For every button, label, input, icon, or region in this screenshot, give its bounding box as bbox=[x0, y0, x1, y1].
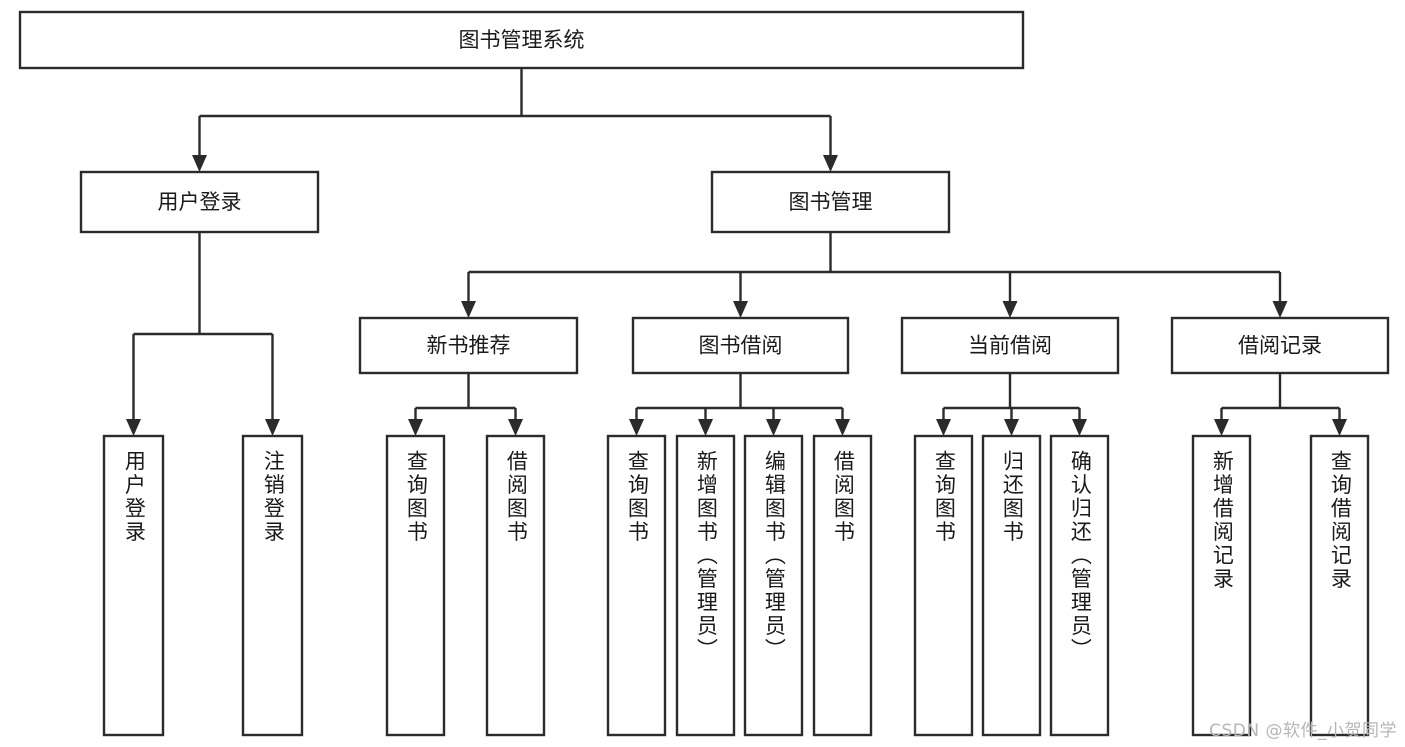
node-label-root: 图书管理系统 bbox=[459, 28, 585, 52]
edge-book-management-to-borrow-records-arrowhead bbox=[1272, 301, 1288, 318]
node-label-book-management: 图书管理 bbox=[789, 190, 873, 214]
edge-current-borrow-to-current-return-book-arrowhead bbox=[1004, 419, 1019, 436]
node-box-book-borrow[interactable] bbox=[631, 316, 850, 375]
node-box-borrow-query-book[interactable] bbox=[606, 434, 667, 737]
node-box-new-book-recommend[interactable] bbox=[358, 316, 579, 375]
edge-current-borrow-to-current-query-book-arrowhead bbox=[936, 419, 951, 436]
node-label-user-login: 用户登录 bbox=[158, 190, 242, 214]
node-box-current-return-book[interactable] bbox=[981, 434, 1042, 737]
node-box-user-login-do[interactable] bbox=[102, 434, 165, 737]
edge-root-to-user-login-arrowhead bbox=[192, 155, 207, 172]
node-box-borrow-edit-book[interactable] bbox=[743, 434, 804, 737]
edge-root-to-book-management-arrowhead bbox=[823, 155, 838, 172]
node-box-current-confirm-return[interactable] bbox=[1049, 434, 1110, 737]
node-label-book-borrow: 图书借阅 bbox=[699, 334, 783, 358]
edge-borrow-records-to-records-add-arrowhead bbox=[1214, 419, 1229, 436]
watermark: CSDN @软件_小贺同学 bbox=[1209, 721, 1397, 741]
edge-current-borrow-to-current-confirm-return-arrowhead bbox=[1072, 419, 1087, 436]
edge-borrow-records-to-records-query-arrowhead bbox=[1332, 419, 1347, 436]
edge-book-borrow-to-borrow-add-book-arrowhead bbox=[698, 419, 713, 436]
node-box-borrow-records[interactable] bbox=[1170, 316, 1390, 375]
node-box-borrow-add-book[interactable] bbox=[675, 434, 736, 737]
node-label-borrow-records: 借阅记录 bbox=[1238, 334, 1322, 358]
edge-book-management-to-current-borrow-arrowhead bbox=[1002, 301, 1018, 318]
node-box-current-borrow[interactable] bbox=[900, 316, 1120, 375]
edge-book-management-to-book-borrow-arrowhead bbox=[733, 301, 748, 318]
node-box-borrow-borrow-book[interactable] bbox=[812, 434, 873, 737]
node-box-recommend-borrow-book[interactable] bbox=[485, 434, 546, 737]
node-box-book-management[interactable] bbox=[710, 170, 951, 234]
edge-user-login-to-user-logout-arrowhead bbox=[265, 419, 280, 436]
edge-book-borrow-to-borrow-borrow-book-arrowhead bbox=[835, 419, 850, 436]
node-label-new-book-recommend: 新书推荐 bbox=[427, 334, 511, 358]
edge-book-borrow-to-borrow-query-book-arrowhead bbox=[629, 419, 644, 436]
node-box-recommend-query-book[interactable] bbox=[385, 434, 446, 737]
node-box-records-query[interactable] bbox=[1309, 434, 1370, 737]
edge-new-book-recommend-to-recommend-query-book-arrowhead bbox=[408, 419, 423, 436]
edge-book-management-to-new-book-recommend-arrowhead bbox=[461, 301, 476, 318]
node-box-root[interactable] bbox=[18, 10, 1025, 70]
edge-user-login-to-user-login-do-arrowhead bbox=[126, 419, 141, 436]
edge-book-borrow-to-borrow-edit-book-arrowhead bbox=[766, 419, 781, 436]
node-box-current-query-book[interactable] bbox=[913, 434, 974, 737]
node-label-current-borrow: 当前借阅 bbox=[968, 334, 1052, 358]
node-box-records-add[interactable] bbox=[1191, 434, 1252, 737]
edge-new-book-recommend-to-recommend-borrow-book-arrowhead bbox=[508, 419, 523, 436]
node-box-user-logout[interactable] bbox=[241, 434, 304, 737]
